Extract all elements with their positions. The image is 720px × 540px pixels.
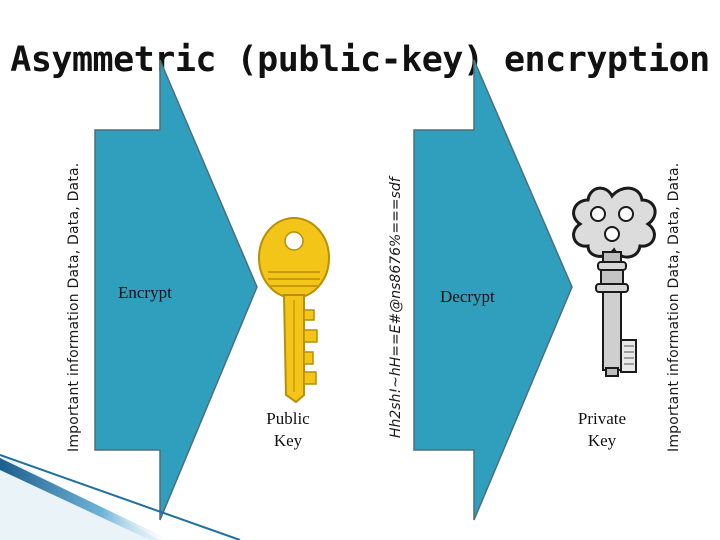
decorative-accent-bar: [0, 454, 240, 540]
private-key-label-line2: Key: [562, 430, 642, 452]
private-key-label-line1: Private: [562, 408, 642, 430]
encrypt-label: Encrypt: [118, 282, 208, 304]
public-key-label-line2: Key: [248, 430, 328, 452]
private-key-label: Private Key: [562, 408, 642, 452]
public-key-icon: [259, 218, 329, 402]
plaintext-right: Important information Data, Data, Data.: [666, 163, 682, 452]
public-key-label-line1: Public: [248, 408, 328, 430]
ciphertext-label: Hh2sh!~hH==E#@ns8676%===sdf: [388, 177, 404, 438]
private-key-icon: [574, 188, 656, 376]
plaintext-left: Important information Data, Data, Data.: [66, 163, 82, 452]
public-key-label: Public Key: [248, 408, 328, 452]
decrypt-label: Decrypt: [440, 286, 530, 308]
